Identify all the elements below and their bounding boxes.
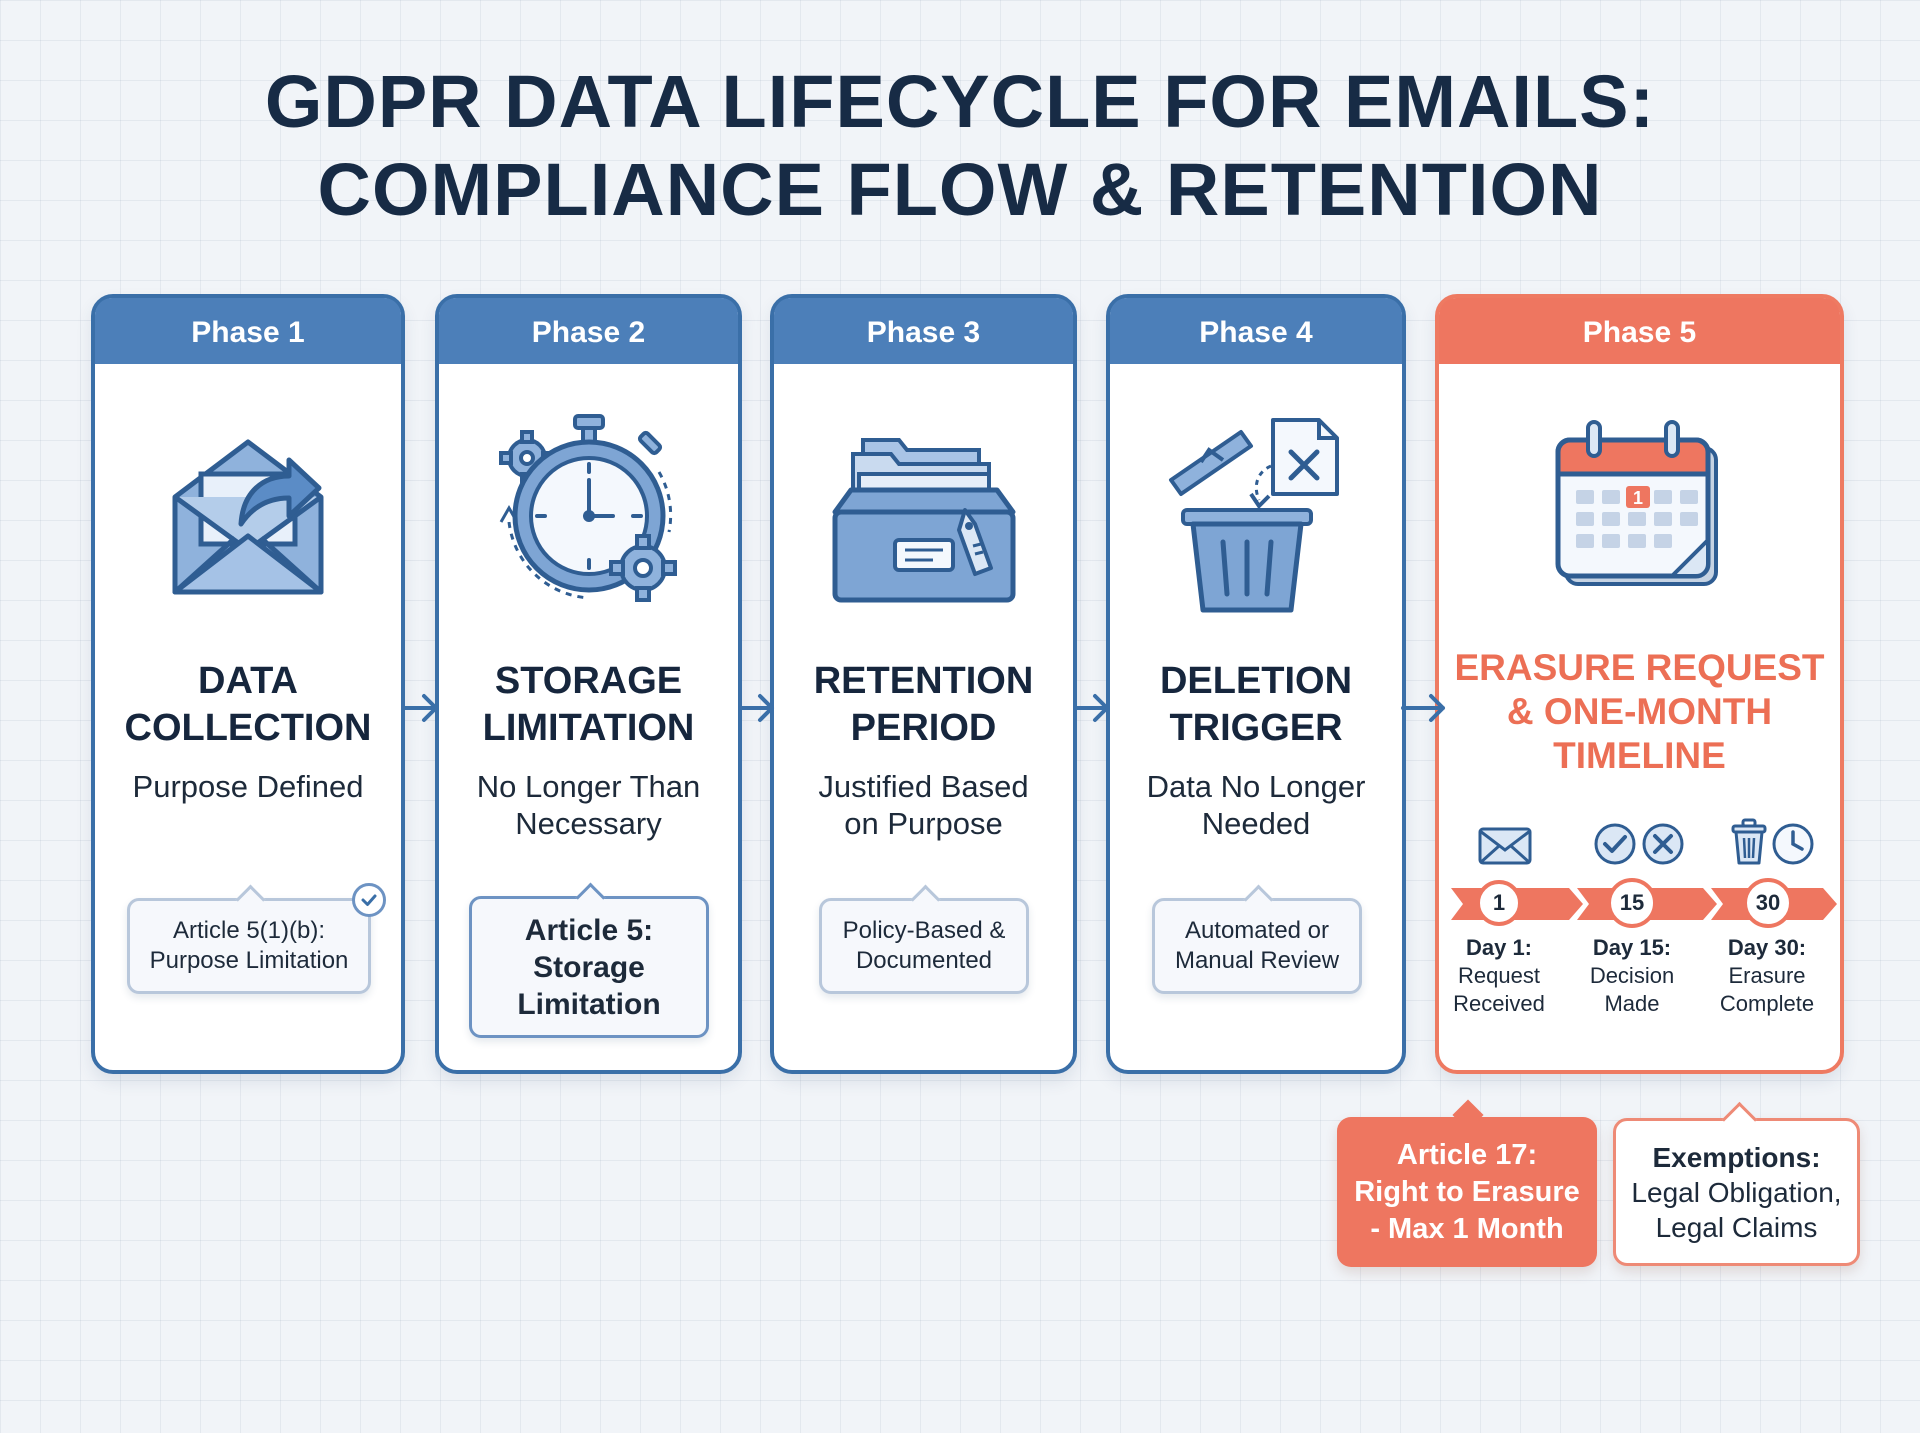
phase-1-note: Article 5(1)(b): Purpose Limitation — [127, 883, 386, 994]
phase-2-subtitle: No Longer Than Necessary — [449, 768, 728, 842]
phase-2-subtitle-line-2: Necessary — [515, 806, 662, 841]
phase-3-subtitle-line-2: on Purpose — [844, 806, 1003, 841]
phase-1-note-line-2: Purpose Limitation — [149, 947, 349, 974]
phase-4-title: DELETION TRIGGER — [1110, 658, 1402, 752]
arrow-right-icon — [1401, 690, 1449, 731]
phase-4-subtitle-line-2: Needed — [1201, 806, 1311, 841]
phase-1-subtitle: Purpose Defined — [132, 769, 364, 804]
phase-2-subtitle-line-1: No Longer Than — [476, 769, 701, 804]
phase-5-header: Phase 5 — [1439, 298, 1840, 364]
phase-4-title-line-1: DELETION — [1159, 660, 1353, 702]
timeline-marker-day-15: 15 — [1607, 878, 1657, 928]
article-17-line-3: - Max 1 Month — [1370, 1212, 1564, 1245]
phase-card-4: Phase 4 DELETION TRIGGER Data No Longer … — [1106, 294, 1406, 1074]
exemptions-line-2: Legal Obligation, — [1631, 1176, 1842, 1208]
phase-1-title-line-1: DATA — [198, 660, 298, 702]
trash-can-icon — [1161, 410, 1351, 625]
phase-card-5: Phase 5 1 ERASURE REQUEST & ONE-MONTH TI… — [1435, 294, 1844, 1074]
phase-5-title-line-1: ERASURE REQUEST — [1454, 647, 1825, 688]
phase-3-note-line-2: Documented — [855, 947, 993, 974]
phase-4-subtitle: Data No Longer Needed — [1120, 768, 1392, 842]
envelope-icon — [163, 432, 333, 607]
phase-4-title-line-2: TRIGGER — [1169, 707, 1343, 749]
timeline-label-day-15: Day 15: Decision Made — [1567, 934, 1697, 1018]
check-circle-icon — [1593, 822, 1637, 871]
page-title-line-2: COMPLIANCE FLOW & RETENTION — [317, 148, 1603, 231]
file-archive-icon — [829, 428, 1019, 613]
clock-icon — [1771, 822, 1815, 871]
trash-icon — [1729, 818, 1769, 871]
phase-1-note-line-1: Article 5(1)(b): — [172, 917, 326, 944]
phase-4-note-line-1: Automated or — [1184, 917, 1330, 944]
calendar-icon: 1 — [1550, 416, 1730, 601]
phase-4-note: Automated or Manual Review — [1152, 898, 1362, 994]
phase-2-title-line-1: STORAGE — [494, 660, 683, 702]
timeline-marker-day-30: 30 — [1743, 878, 1793, 928]
phase-3-note-line-1: Policy-Based & — [842, 917, 1006, 944]
timeline-label-day-30-bold: Day 30: — [1727, 935, 1807, 960]
phase-5-title: ERASURE REQUEST & ONE-MONTH TIMELINE — [1439, 646, 1840, 778]
arrow-right-icon — [738, 690, 778, 731]
page-title: GDPR DATA LIFECYCLE FOR EMAILS: COMPLIAN… — [0, 58, 1920, 234]
article-17-line-1: Article 17: — [1396, 1138, 1538, 1171]
phase-2-note-line-1: Article 5: — [524, 913, 654, 947]
phase-2-note-line-2: Storage — [533, 950, 645, 984]
phase-3-note: Policy-Based & Documented — [819, 898, 1029, 994]
timeline-label-day-15-bold: Day 15: — [1592, 935, 1672, 960]
exemptions-line-3: Legal Claims — [1655, 1211, 1818, 1243]
timeline-label-day-1-bold: Day 1: — [1465, 935, 1533, 960]
phase-card-3: Phase 3 RETENTION PERIOD Justified Based… — [770, 294, 1077, 1074]
exemptions-callout: Exemptions: Legal Obligation, Legal Clai… — [1613, 1118, 1860, 1266]
phase-card-1: Phase 1 DATA COLLECTION Purpose Defined … — [91, 294, 405, 1074]
phase-1-header: Phase 1 — [95, 298, 401, 364]
article-17-callout: Article 17: Right to Erasure - Max 1 Mon… — [1337, 1117, 1597, 1267]
phase-3-header: Phase 3 — [774, 298, 1073, 364]
timeline-label-day-30: Day 30: Erasure Complete — [1702, 934, 1832, 1018]
phase-3-subtitle: Justified Based on Purpose — [784, 768, 1063, 842]
timeline-label-day-15-line-2: Decision — [1589, 963, 1675, 988]
phase-2-note-line-3: Limitation — [517, 987, 661, 1021]
envelope-icon — [1477, 826, 1533, 871]
arrow-right-icon — [402, 690, 442, 731]
exemptions-title: Exemptions: — [1652, 1141, 1821, 1173]
timeline-label-day-1: Day 1: Request Received — [1434, 934, 1564, 1018]
phase-4-note-line-2: Manual Review — [1174, 947, 1340, 974]
phase-5-title-line-2: & ONE-MONTH — [1506, 691, 1773, 732]
phase-3-title-line-1: RETENTION — [813, 660, 1034, 702]
timeline-label-day-30-line-3: Complete — [1719, 991, 1815, 1016]
phase-1-title-line-2: COLLECTION — [124, 707, 372, 749]
phase-3-subtitle-line-1: Justified Based — [818, 769, 1029, 804]
phase-5-title-line-3: TIMELINE — [1553, 735, 1726, 776]
phase-4-header: Phase 4 — [1110, 298, 1402, 364]
phase-3-title: RETENTION PERIOD — [774, 658, 1073, 752]
phase-2-title: STORAGE LIMITATION — [439, 658, 738, 752]
x-circle-icon — [1641, 822, 1685, 871]
phase-2-title-line-2: LIMITATION — [482, 707, 695, 749]
stopwatch-icon — [489, 412, 689, 617]
timeline-label-day-15-line-3: Made — [1604, 991, 1660, 1016]
phase-2-header: Phase 2 — [439, 298, 738, 364]
timeline-label-day-1-line-3: Received — [1453, 991, 1545, 1016]
phase-3-title-line-2: PERIOD — [850, 707, 997, 749]
calendar-badge: 1 — [1632, 488, 1642, 508]
phase-4-subtitle-line-1: Data No Longer — [1146, 769, 1366, 804]
article-17-line-2: Right to Erasure — [1354, 1175, 1580, 1208]
phase-1-title: DATA COLLECTION — [95, 658, 401, 752]
timeline-label-day-1-line-2: Request — [1458, 963, 1540, 988]
arrow-right-icon — [1073, 690, 1113, 731]
timeline-marker-day-1: 1 — [1476, 880, 1522, 926]
timeline-label-day-30-line-2: Erasure — [1728, 963, 1806, 988]
checkmark-icon — [352, 883, 386, 917]
phase-card-2: Phase 2 — [435, 294, 742, 1074]
page-title-line-1: GDPR DATA LIFECYCLE FOR EMAILS: — [264, 60, 1656, 143]
phase-2-note: Article 5: Storage Limitation — [469, 896, 709, 1038]
